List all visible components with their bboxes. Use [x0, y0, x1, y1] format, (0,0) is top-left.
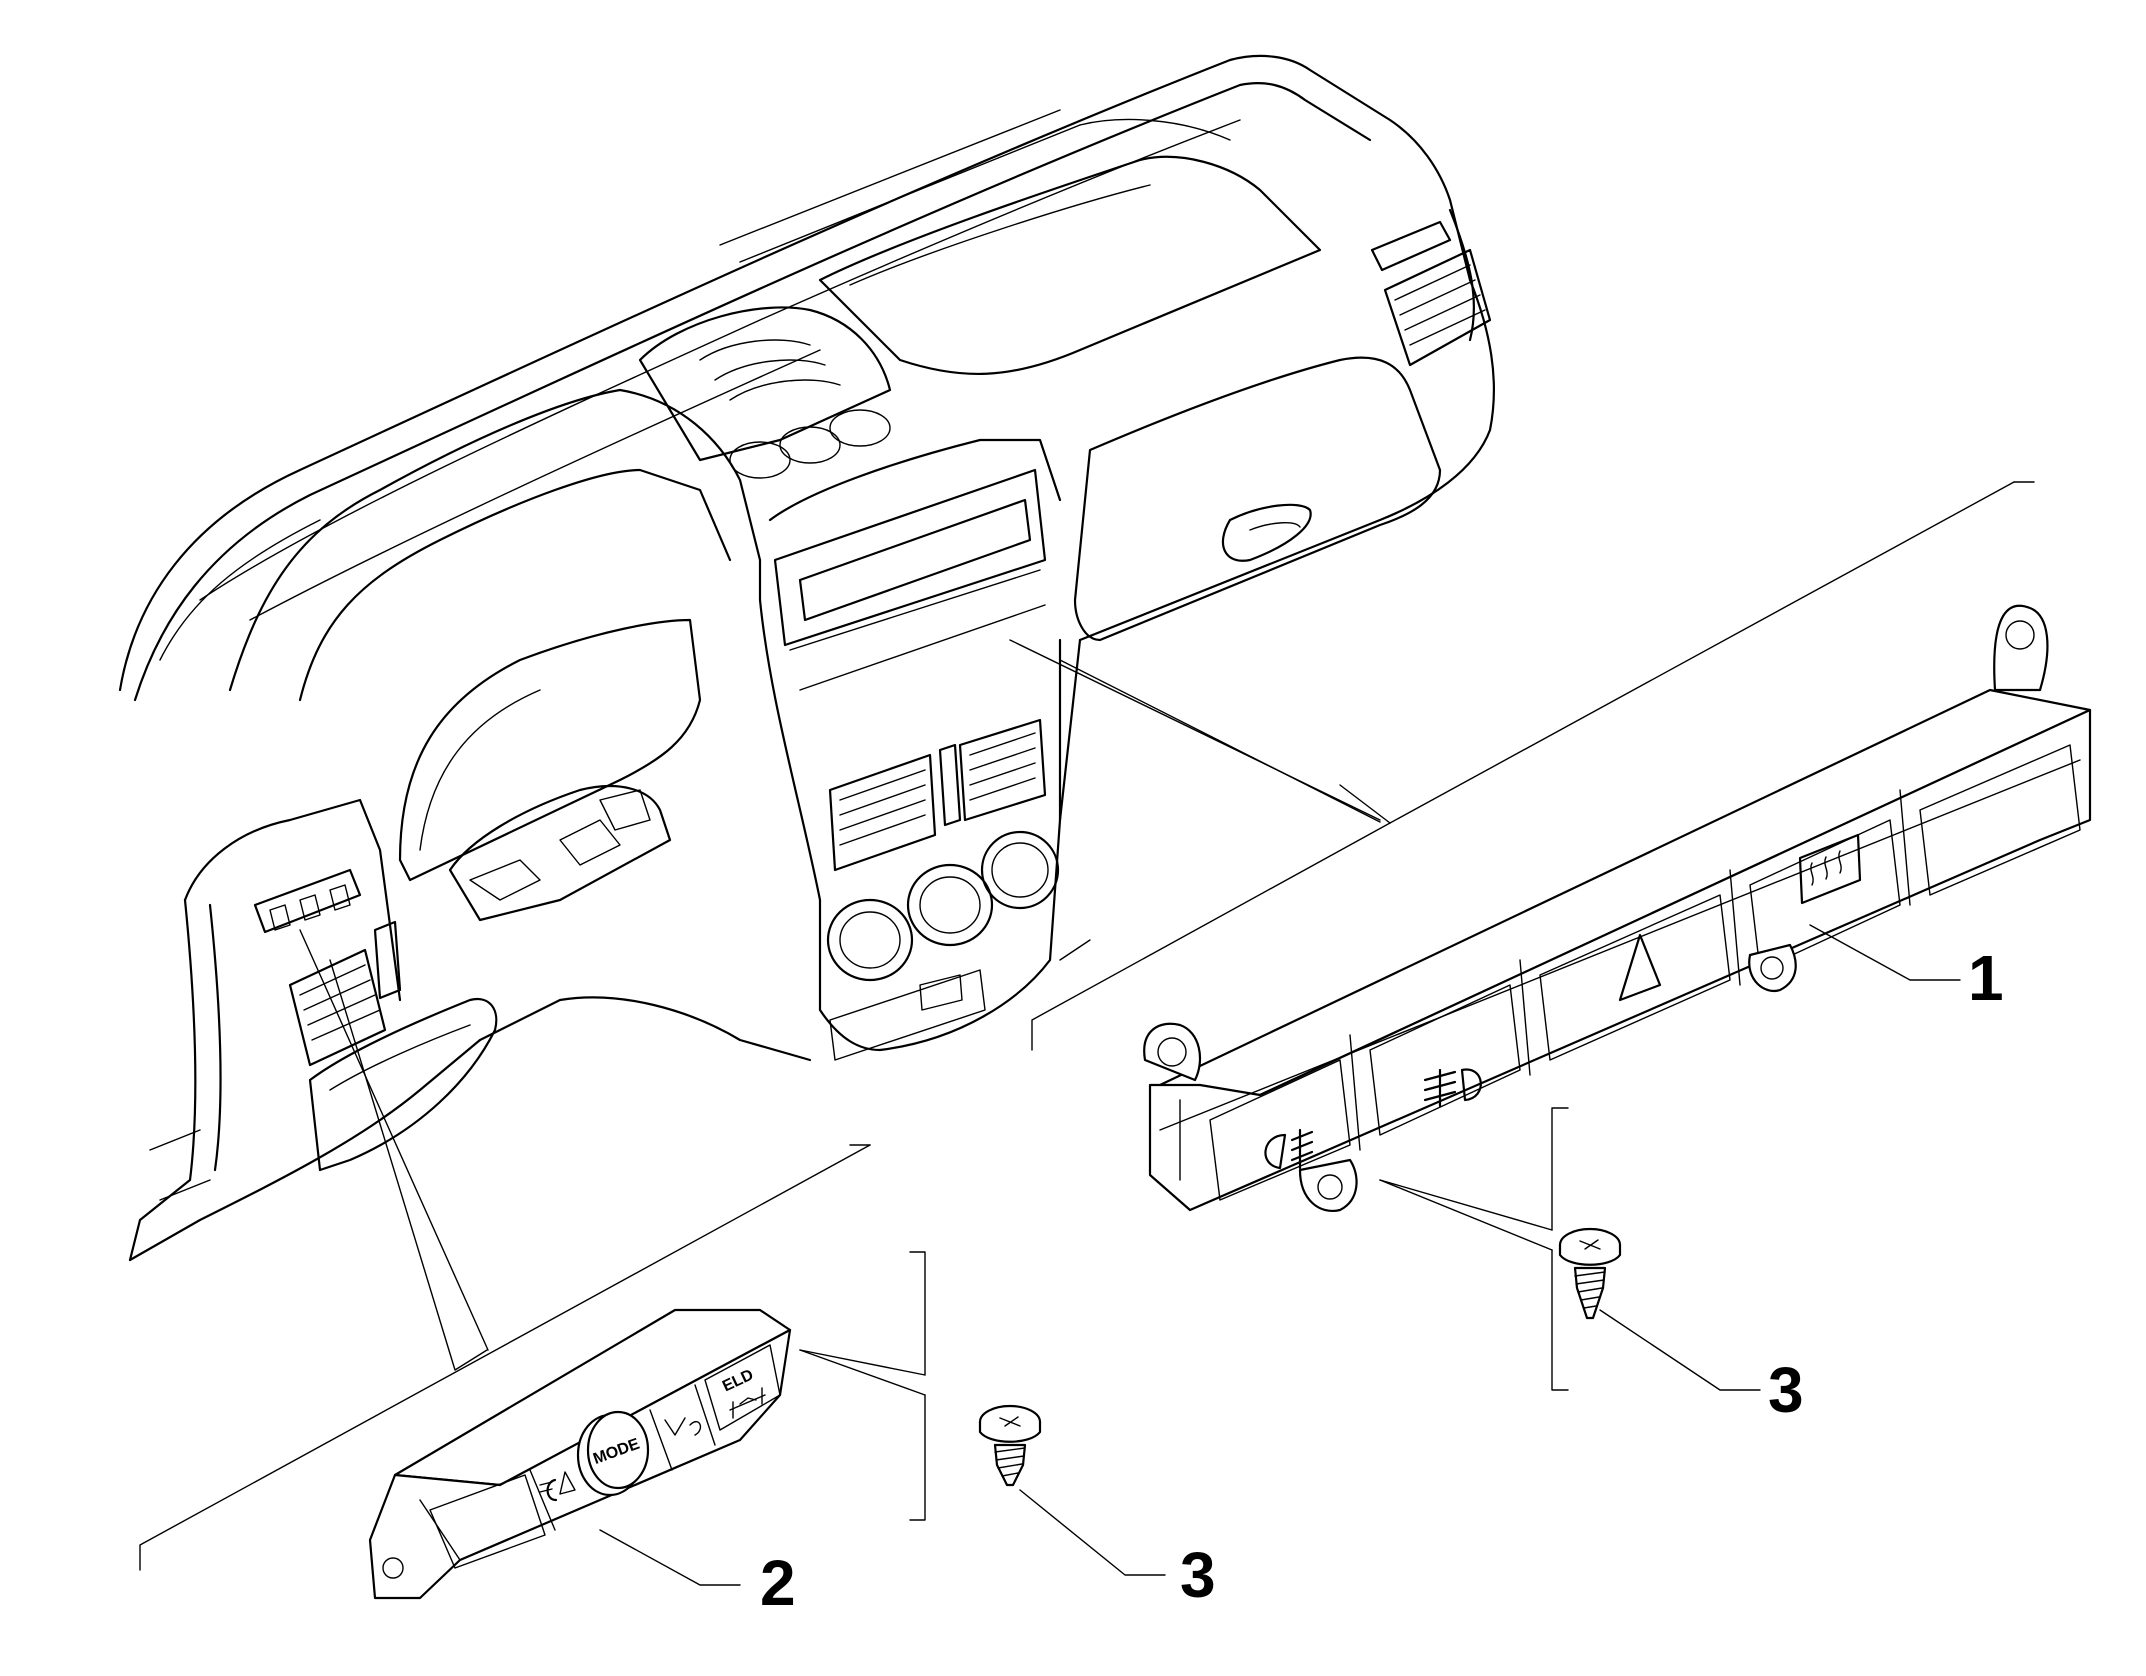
leader-part-3-right: [1599, 1309, 1761, 1391]
hazard-button-face: [1539, 894, 1731, 1061]
mode-knob: MODE: [576, 1410, 650, 1497]
rear-fog-light-button-face: [1369, 984, 1521, 1136]
mounting-ear-left: [1143, 1022, 1202, 1082]
part-1-switch-panel: [1143, 604, 2092, 1213]
hazard-triangle-icon: [1618, 933, 1662, 1002]
dashboard-assembly: [118, 54, 1495, 1262]
callout-part-2: 2: [760, 1547, 796, 1619]
callout-part-1: 1: [1968, 942, 2004, 1014]
mounting-hole: [382, 1557, 404, 1579]
leader-part-2: [599, 1529, 741, 1586]
fog-light-icon: [1264, 1128, 1314, 1170]
part-2-switch-module: MODE ELD: [368, 1308, 792, 1600]
leader-part-1: [1809, 924, 1961, 981]
part-3-screw-left: [978, 1404, 1042, 1487]
reference-lines: [139, 481, 2035, 1586]
callout-part-3-left: 3: [1180, 1539, 1216, 1611]
traction-control-icon: [729, 1387, 766, 1419]
leader-part-3-left: [1019, 1489, 1166, 1576]
wiper-icon: [664, 1417, 702, 1436]
rear-defrost-icon: [1798, 833, 1862, 905]
headlight-level-icon: [539, 1471, 576, 1502]
mounting-ear-mid: [1748, 943, 1797, 993]
rear-fog-light-icon: [1423, 1068, 1482, 1108]
fog-light-button-face: [1209, 1059, 1351, 1201]
mounting-ear-bottom: [1298, 1158, 1358, 1213]
callout-part-3-right: 3: [1768, 1354, 1804, 1426]
part-3-screw-right: [1558, 1227, 1622, 1320]
mounting-ear-right: [1993, 604, 2049, 692]
